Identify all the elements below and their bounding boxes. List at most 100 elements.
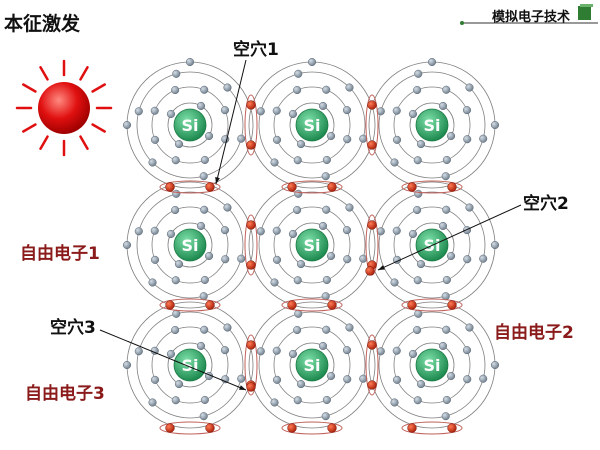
inner-electron [427, 57, 437, 67]
inner-electron [376, 107, 385, 116]
electron-shell [151, 326, 229, 404]
inner-electron [148, 278, 157, 287]
si-atom: Si [248, 301, 376, 429]
inner-electron [134, 107, 143, 116]
inner-electron [200, 325, 209, 334]
inner-electron [150, 255, 160, 264]
covalent-bond [281, 298, 343, 312]
valence-electron [246, 220, 256, 230]
inner-electron [438, 101, 448, 110]
inner-electron [270, 398, 279, 407]
valence-electron [447, 423, 457, 433]
inner-electron [413, 85, 422, 95]
inner-electron [294, 69, 303, 78]
inner-electron [172, 69, 181, 78]
inner-electron [413, 396, 422, 405]
sun-ray [22, 123, 37, 133]
inner-electron [150, 106, 159, 115]
header-rule-dot [460, 21, 464, 25]
electron-shell [378, 191, 486, 299]
inner-electron [413, 276, 422, 285]
inner-electron [171, 156, 180, 165]
inner-electron [122, 240, 132, 250]
inner-electron [237, 374, 246, 383]
sun-disc [38, 82, 90, 134]
valence-electron [367, 380, 377, 390]
free-electron1-label: 自由电子1 [20, 244, 100, 264]
inner-electron [196, 221, 206, 230]
inner-electron [294, 189, 303, 198]
valence-electron [367, 100, 377, 110]
valence-electron [327, 182, 337, 192]
inner-electron [392, 106, 401, 115]
arrow-line [377, 204, 522, 271]
si-symbol: Si [181, 356, 198, 375]
electron-shell [393, 86, 471, 164]
bond-outline [244, 214, 258, 276]
inner-electron [293, 205, 302, 215]
bond-outline [159, 180, 221, 194]
bond-outline [365, 94, 379, 156]
inner-electron [272, 255, 282, 264]
electron-shell [167, 102, 213, 148]
electron-shell [136, 71, 244, 179]
bond-outline [159, 298, 221, 312]
inner-electron [237, 134, 246, 143]
valence-electron [407, 182, 417, 192]
inner-electron [463, 375, 472, 384]
inner-electron [256, 347, 265, 356]
electron-shell [289, 342, 335, 388]
inner-electron [392, 226, 401, 235]
inner-electron [447, 371, 456, 381]
inner-electron [359, 254, 368, 263]
inner-electron [463, 255, 472, 264]
inner-electron [463, 135, 472, 144]
inner-electron [479, 134, 488, 143]
covalent-bond [365, 94, 379, 156]
si-atom: Si [368, 301, 500, 429]
inner-electron [200, 395, 209, 405]
si-nucleus [295, 228, 329, 262]
inner-electron [442, 205, 451, 214]
arrow-head [239, 385, 246, 390]
covalent-bond [365, 214, 379, 276]
bond-outline [401, 298, 463, 312]
inner-electron [462, 226, 472, 235]
inner-electron [322, 395, 331, 405]
inner-electron [416, 140, 426, 149]
valence-electron [287, 423, 297, 433]
sun-ray [79, 66, 89, 81]
electron-shell [258, 311, 366, 419]
electron-shell [151, 86, 229, 164]
inner-electron [293, 85, 302, 95]
inner-electron [322, 205, 331, 214]
brand-block-top [580, 4, 593, 7]
inner-electron [205, 131, 214, 141]
inner-electron [318, 221, 328, 230]
bond-outline [281, 421, 343, 435]
si-atom: Si [122, 301, 254, 429]
inner-electron [343, 135, 352, 144]
inner-electron [296, 260, 306, 269]
inner-electron [148, 158, 157, 167]
hole3-arrow [99, 329, 247, 391]
valence-electron [407, 423, 417, 433]
covalent-bond [401, 298, 463, 312]
inner-electron [413, 156, 422, 165]
inner-electron [205, 251, 214, 261]
inner-electron [288, 109, 297, 119]
bond-outline [401, 180, 463, 194]
arrow-line [99, 329, 247, 391]
inner-electron [237, 254, 246, 263]
bond-outline [159, 421, 221, 435]
inner-electron [220, 106, 230, 115]
covalent-bond [281, 421, 343, 435]
inner-electron [392, 375, 402, 384]
valence-electron [287, 182, 297, 192]
electron-shell [273, 86, 351, 164]
inner-electron [171, 396, 180, 405]
si-atom: Si [122, 57, 254, 189]
inner-electron [288, 349, 297, 359]
